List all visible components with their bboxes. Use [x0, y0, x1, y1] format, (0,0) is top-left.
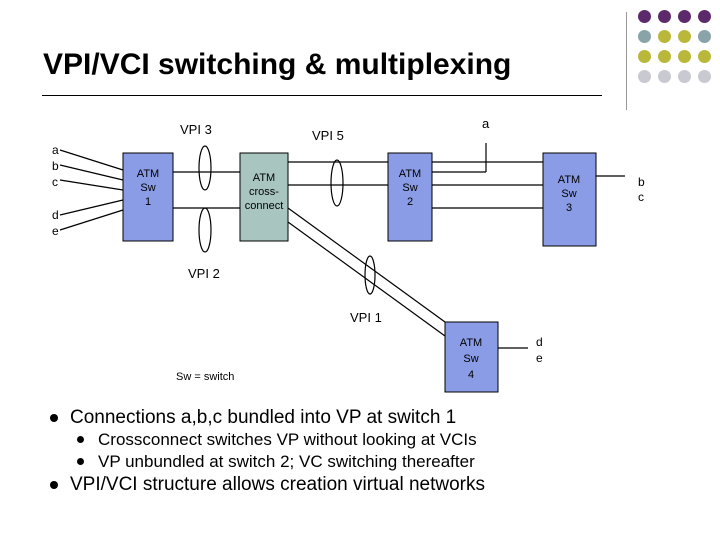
decorative-dot	[698, 70, 711, 83]
trunk-lines	[173, 143, 625, 349]
sw1-line2: Sw	[140, 182, 155, 194]
decorative-dot	[678, 70, 691, 83]
label-vpi1: VPI 1	[350, 310, 382, 325]
cross-line1: ATM	[253, 172, 275, 184]
bullet-dot-icon	[77, 436, 84, 443]
slide-title: VPI/VCI switching & multiplexing	[43, 48, 512, 81]
right-b: b	[638, 175, 645, 189]
left-c: c	[52, 175, 58, 189]
atm-switch-4	[444, 321, 499, 393]
decorative-dot	[678, 50, 691, 63]
bullet-list: Connections a,b,c bundled into VP at swi…	[50, 406, 485, 496]
decorative-dot	[638, 50, 651, 63]
decorative-dot	[658, 10, 671, 23]
decorative-dot	[698, 10, 711, 23]
cross-line3: connect	[245, 200, 284, 212]
left-e: e	[52, 224, 59, 238]
decorative-dot	[678, 30, 691, 43]
decorative-dot	[658, 30, 671, 43]
atm-switch-3	[542, 152, 597, 247]
sw2-line1: ATM	[399, 168, 421, 180]
sw2-line3: 2	[407, 196, 413, 208]
bullet-dot-icon	[77, 458, 84, 465]
sub-bullet-item: VP unbundled at switch 2; VC switching t…	[50, 451, 485, 473]
label-vpi2: VPI 2	[188, 266, 220, 281]
sw1-line1: ATM	[137, 168, 159, 180]
sw4-line2: Sw	[463, 353, 478, 365]
cross-line2: cross-	[249, 186, 279, 198]
bullet-dot-icon	[50, 414, 58, 422]
title-underline	[42, 95, 602, 96]
left-input-lines	[59, 149, 124, 231]
atm-crossconnect	[239, 152, 289, 242]
network-diagram: ATM Sw 1 ATM cross- connect ATM Sw 2 ATM…	[52, 116, 645, 393]
sw3-line3: 3	[566, 202, 572, 214]
sw4-line3: 4	[468, 369, 474, 381]
sub-bullet-text: VP unbundled at switch 2; VC switching t…	[98, 452, 475, 471]
bullet-item: Connections a,b,c bundled into VP at swi…	[50, 406, 485, 429]
bullet-item: VPI/VCI structure allows creation virtua…	[50, 473, 485, 496]
right-c: c	[638, 190, 644, 204]
bullet-text: Connections a,b,c bundled into VP at swi…	[70, 407, 457, 428]
legend-switch: Sw = switch	[176, 371, 234, 383]
atm-switch-2	[387, 152, 433, 242]
decorative-dot	[638, 30, 651, 43]
sw1-line3: 1	[145, 196, 151, 208]
vp-ellipses	[198, 145, 376, 295]
bullet-text: VPI/VCI structure allows creation virtua…	[70, 474, 485, 495]
sub-bullet-item: Crossconnect switches VP without looking…	[50, 429, 485, 451]
decorative-dot	[638, 10, 651, 23]
decorative-dot	[658, 70, 671, 83]
label-top-a: a	[482, 116, 490, 131]
sw3-line1: ATM	[558, 174, 580, 186]
left-a: a	[52, 143, 59, 157]
label-vpi5: VPI 5	[312, 128, 344, 143]
right-e: e	[536, 351, 543, 365]
sw3-line2: Sw	[561, 188, 576, 200]
bullet-dot-icon	[50, 481, 58, 489]
decorative-dot	[638, 70, 651, 83]
decorative-dot	[658, 50, 671, 63]
decorative-dot	[698, 50, 711, 63]
decorative-dot	[678, 10, 691, 23]
atm-switch-1	[122, 152, 174, 242]
sw2-line2: Sw	[402, 182, 417, 194]
sub-bullet-text: Crossconnect switches VP without looking…	[98, 430, 477, 449]
label-vpi3: VPI 3	[180, 122, 212, 137]
decorative-dot	[698, 30, 711, 43]
left-d: d	[52, 208, 59, 222]
right-d: d	[536, 335, 543, 349]
sw4-line1: ATM	[460, 337, 482, 349]
left-b: b	[52, 159, 59, 173]
vertical-divider	[626, 12, 627, 110]
